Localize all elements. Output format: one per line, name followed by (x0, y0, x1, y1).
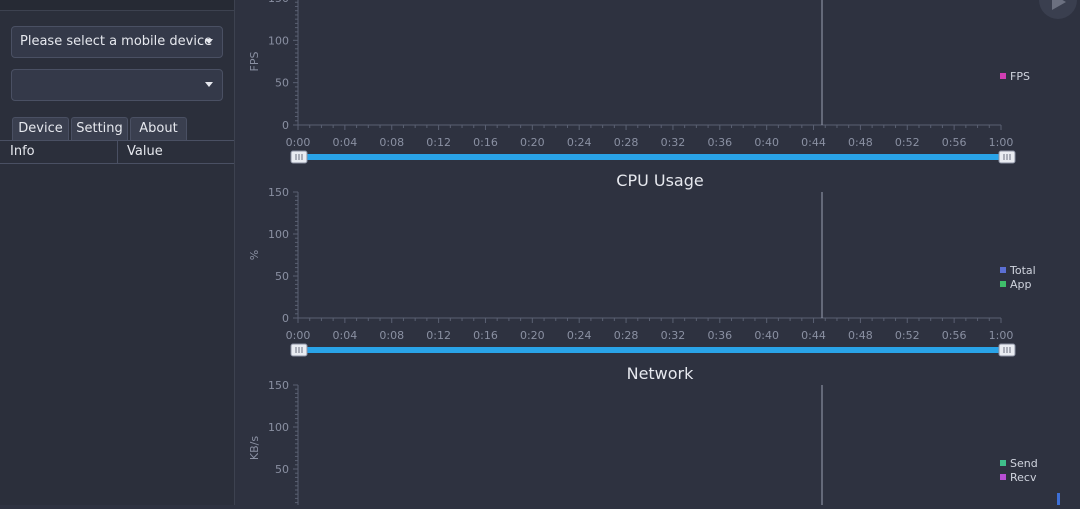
y-tick-label: 150 (268, 186, 289, 199)
tab-device[interactable]: Device (12, 117, 69, 140)
x-tick-label: 0:00 (286, 136, 311, 149)
series-marker (1057, 493, 1060, 505)
range-slider-track (302, 347, 1009, 353)
x-tick-label: 1:00 (989, 329, 1014, 342)
y-tick-label: 100 (268, 228, 289, 241)
x-tick-label: 0:48 (848, 136, 873, 149)
charts-panel: 050100150FPS0:000:040:080:120:160:200:24… (235, 0, 1080, 509)
x-tick-label: 0:44 (801, 136, 826, 149)
y-tick-label: 0 (282, 312, 289, 325)
x-tick-label: 0:00 (286, 329, 311, 342)
y-tick-label: 150 (268, 379, 289, 392)
device-select[interactable]: Please select a mobile device (11, 26, 223, 58)
x-tick-label: 0:16 (473, 136, 498, 149)
x-tick-label: 0:40 (754, 329, 779, 342)
legend-label: FPS (1010, 70, 1030, 83)
y-tick-label: 50 (275, 77, 289, 90)
column-header-info[interactable]: Info (10, 144, 35, 159)
x-tick-label: 0:32 (661, 136, 686, 149)
x-tick-label: 0:16 (473, 329, 498, 342)
chevron-down-icon (205, 39, 213, 44)
x-tick-label: 0:32 (661, 329, 686, 342)
x-tick-label: 0:40 (754, 136, 779, 149)
tab-setting[interactable]: Setting (71, 117, 128, 140)
x-tick-label: 0:12 (426, 136, 451, 149)
x-tick-label: 0:56 (942, 329, 967, 342)
x-tick-label: 0:08 (379, 329, 404, 342)
legend-swatch (1000, 281, 1006, 287)
x-tick-label: 0:28 (614, 329, 639, 342)
info-table-header: Info Value (0, 140, 234, 164)
play-icon (1052, 0, 1066, 10)
legend-label: Send (1010, 457, 1038, 470)
sidebar: Please select a mobile device Device Set… (0, 0, 235, 505)
legend-swatch (1000, 460, 1006, 466)
x-tick-label: 0:04 (333, 329, 358, 342)
x-tick-label: 0:52 (895, 136, 920, 149)
x-tick-label: 0:36 (707, 329, 732, 342)
device-select-label: Please select a mobile device (20, 34, 213, 49)
legend-swatch (1000, 267, 1006, 273)
x-tick-label: 0:12 (426, 329, 451, 342)
chart-title: CPU Usage (616, 171, 703, 190)
x-tick-label: 0:36 (707, 136, 732, 149)
x-tick-label: 0:48 (848, 329, 873, 342)
y-tick-label: 150 (268, 0, 289, 5)
legend-label: Recv (1010, 471, 1037, 484)
sidebar-top-bar (0, 0, 234, 11)
legend-swatch (1000, 73, 1006, 79)
x-tick-label: 0:44 (801, 329, 826, 342)
y-axis-label: % (248, 250, 261, 260)
x-tick-label: 0:24 (567, 329, 592, 342)
legend-label: App (1010, 278, 1032, 291)
y-tick-label: 50 (275, 270, 289, 283)
chevron-down-icon (205, 82, 213, 87)
y-tick-label: 50 (275, 463, 289, 476)
legend-swatch (1000, 474, 1006, 480)
y-axis-label: KB/s (248, 436, 261, 460)
chart-title: Network (627, 364, 695, 383)
legend-label: Total (1009, 264, 1036, 277)
range-slider-track (302, 154, 1009, 160)
y-tick-label: 100 (268, 421, 289, 434)
charts-canvas: 050100150FPS0:000:040:080:120:160:200:24… (248, 0, 1077, 509)
x-tick-label: 0:08 (379, 136, 404, 149)
x-tick-label: 1:00 (989, 136, 1014, 149)
y-tick-label: 100 (268, 34, 289, 47)
y-tick-label: 0 (282, 119, 289, 132)
play-icon[interactable] (1039, 0, 1077, 19)
y-axis-label: FPS (248, 52, 261, 72)
x-tick-label: 0:20 (520, 136, 545, 149)
app-select[interactable] (11, 69, 223, 101)
x-tick-label: 0:04 (333, 136, 358, 149)
column-header-value[interactable]: Value (127, 144, 163, 159)
tab-about[interactable]: About (130, 117, 187, 140)
x-tick-label: 0:52 (895, 329, 920, 342)
column-divider (117, 141, 118, 164)
x-tick-label: 0:28 (614, 136, 639, 149)
x-tick-label: 0:20 (520, 329, 545, 342)
x-tick-label: 0:24 (567, 136, 592, 149)
x-tick-label: 0:56 (942, 136, 967, 149)
